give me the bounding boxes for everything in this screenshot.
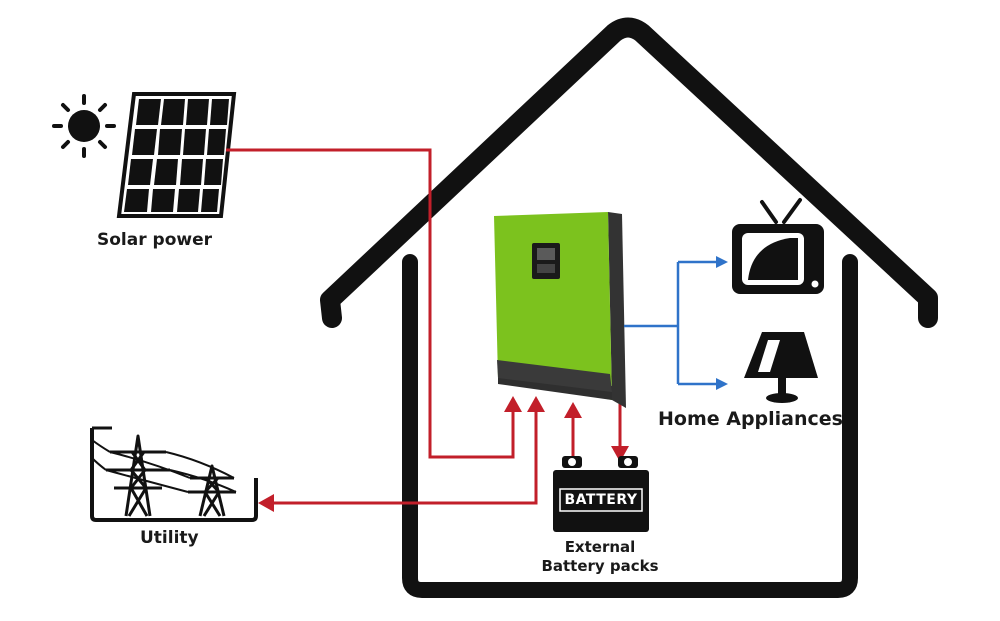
lamp-icon xyxy=(744,332,818,403)
solar-wire xyxy=(226,148,515,459)
dc-wiring xyxy=(226,148,622,505)
inverter-icon xyxy=(494,212,626,408)
ac-wiring xyxy=(624,260,720,386)
battery-text: BATTERY xyxy=(564,492,638,508)
external-battery-line2: Battery packs xyxy=(541,557,659,575)
utility-wire xyxy=(272,410,538,505)
solar-panel-icon xyxy=(116,92,237,218)
wire-arrows xyxy=(258,396,629,512)
power-tower-icon xyxy=(90,426,258,522)
house-walls xyxy=(402,254,858,598)
ac-arrows xyxy=(716,256,728,390)
tv-icon xyxy=(732,198,824,294)
home-appliances-label: Home Appliances xyxy=(658,408,843,430)
solar-power-label: Solar power xyxy=(97,230,212,250)
sun-icon xyxy=(52,94,116,158)
battery-icon xyxy=(553,456,649,532)
external-battery-label: External Battery packs xyxy=(530,538,670,576)
house-roof xyxy=(320,17,938,328)
utility-label: Utility xyxy=(140,528,199,548)
external-battery-line1: External xyxy=(564,538,636,556)
